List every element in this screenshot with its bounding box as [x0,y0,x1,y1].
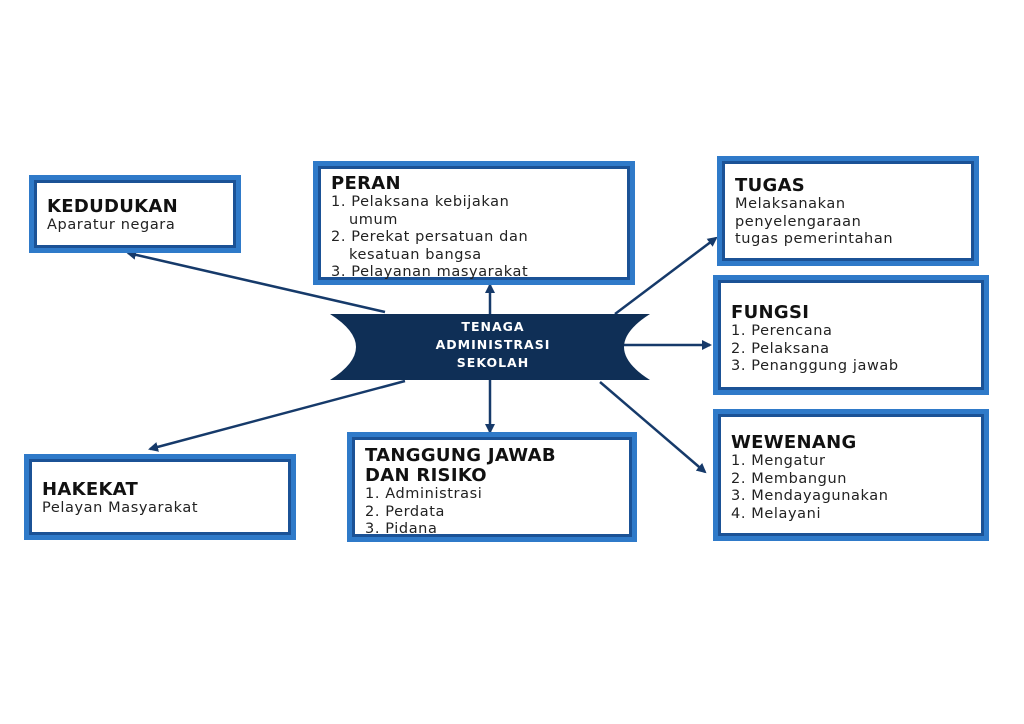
center-node-shape [330,314,650,380]
tanggung-jawab-title-1: TANGGUNG JAWAB [365,445,556,466]
arrow-to-wewenang [599,381,707,474]
hakekat-text: Pelayan Masyarakat [42,500,199,516]
arrow-to-kedudukan [126,249,386,314]
peran-item-1b: umum [349,211,399,228]
tugas-line-1: Melaksanakan [735,196,846,212]
fungsi-item: 2. Pelaksana [731,340,830,357]
peran-title: PERAN [331,173,401,194]
fungsi-box: FUNGSI 1. Perencana 2. Pelaksana 3. Pena… [718,280,984,390]
tugas-line-3: tugas pemerintahan [735,231,894,247]
tanggung-jawab-item: 2. Perdata [365,503,445,520]
wewenang-item: 4. Melayani [731,505,822,522]
tugas-title: TUGAS [735,175,806,196]
peran-item-1a: 1. Pelaksana kebijakan [331,194,510,210]
kedudukan-title: KEDUDUKAN [47,196,179,217]
center-line-2: ADMINISTRASI [435,337,551,352]
wewenang-item: 1. Mengatur [731,453,826,469]
kedudukan-text: Aparatur negara [47,217,176,233]
wewenang-title: WEWENANG [731,432,857,453]
hakekat-title: HAKEKAT [42,479,139,500]
wewenang-item: 2. Membangun [731,470,848,487]
tugas-line-2: penyelengaraan [735,213,862,230]
tanggung-jawab-item: 3. Pidana [365,521,438,537]
peran-item-2b: kesatuan bangsa [349,246,482,263]
tanggung-jawab-title-2: DAN RISIKO [365,465,487,486]
center-node-label: TENAGA ADMINISTRASI SEKOLAH [418,318,568,372]
wewenang-box: WEWENANG 1. Mengatur 2. Membangun 3. Men… [718,414,984,536]
fungsi-item: 3. Penanggung jawab [731,358,899,374]
peran-box: PERAN 1. Pelaksana kebijakan umum 2. Per… [318,166,630,280]
kedudukan-box: KEDUDUKAN Aparatur negara [34,180,236,248]
center-line-3: SEKOLAH [456,355,530,370]
peran-item-2a: 2. Perekat persatuan dan [331,229,529,245]
peran-item-3: 3. Pelayanan masyarakat [331,264,529,280]
fungsi-title: FUNGSI [731,302,810,323]
hakekat-box: HAKEKAT Pelayan Masyarakat [29,459,291,535]
tanggung-jawab-box: TANGGUNG JAWAB DAN RISIKO 1. Administras… [352,437,632,537]
center-line-1: TENAGA [461,319,525,334]
tugas-box: TUGAS Melaksanakan penyelengaraan tugas … [722,161,974,261]
fungsi-item: 1. Perencana [731,323,833,339]
arrow-to-tugas [614,236,718,315]
wewenang-item: 3. Mendayagunakan [731,488,889,504]
tanggung-jawab-item: 1. Administrasi [365,486,483,502]
arrow-to-hakekat [148,379,406,452]
